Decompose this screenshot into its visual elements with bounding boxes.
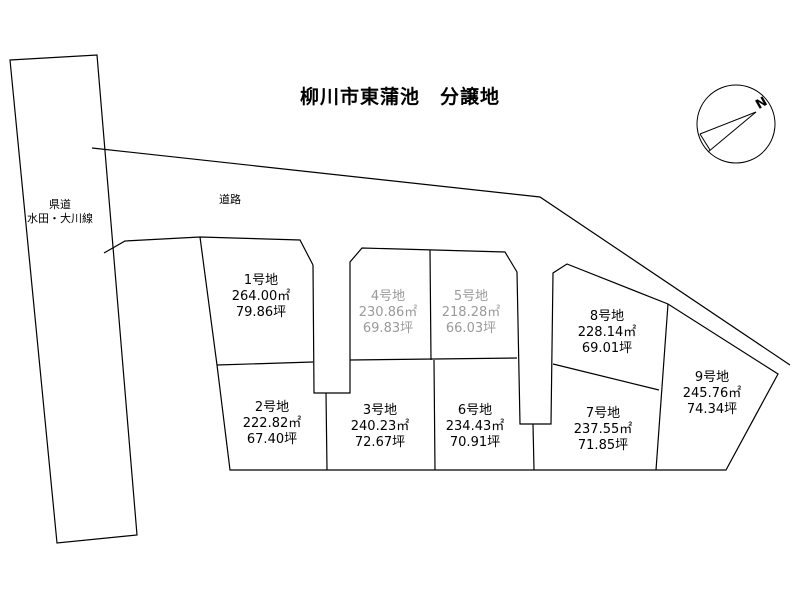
- lot-7-label: 7号地 237.55㎡ 71.85坪: [553, 406, 653, 454]
- lot-area-tsubo: 71.85坪: [577, 438, 629, 453]
- lot-area-tsubo: 69.83坪: [362, 321, 414, 336]
- compass-icon: [696, 84, 776, 164]
- lot-line-4-5: [429, 249, 432, 361]
- lot-area-tsubo: 67.40坪: [246, 432, 298, 447]
- lot-area-tsubo: 70.91坪: [449, 435, 501, 450]
- lot-area-sqm: 237.55㎡: [573, 422, 633, 437]
- lot-line-1-2: [216, 361, 314, 366]
- lot-5-label: 5号地 218.28㎡ 66.03坪: [421, 289, 521, 337]
- map-title: 柳川市東蒲池 分譲地: [299, 86, 500, 108]
- lot-9-label: 9号地 245.76㎡ 74.34坪: [662, 370, 762, 418]
- lot-6-label: 6号地 234.43㎡ 70.91坪: [425, 403, 525, 451]
- lot-name: 9号地: [694, 370, 730, 385]
- lot-area-sqm: 218.28㎡: [441, 305, 501, 320]
- lot-name: 5号地: [453, 289, 489, 304]
- lot-area-tsubo: 69.01坪: [581, 341, 633, 356]
- lot-area-sqm: 228.14㎡: [577, 325, 637, 340]
- lot-area-tsubo: 66.03坪: [445, 321, 497, 336]
- lot-area-tsubo: 79.86坪: [235, 305, 287, 320]
- lot-area-tsubo: 72.67坪: [354, 435, 406, 450]
- prefectural-road-label-line2: 水田・大川線: [27, 212, 93, 225]
- lot-area-sqm: 234.43㎡: [445, 419, 505, 434]
- lot-line-2-3: [325, 392, 328, 471]
- prefectural-road-outline: [9, 54, 138, 544]
- lot-area-sqm: 245.76㎡: [682, 386, 742, 401]
- lot-3-label: 3号地 240.23㎡ 72.67坪: [330, 403, 430, 451]
- lot-line-8-9: [655, 303, 669, 471]
- lot-area-tsubo: 74.34坪: [686, 402, 738, 417]
- lot-area-sqm: 230.86㎡: [358, 305, 418, 320]
- lot-area-sqm: 222.82㎡: [242, 416, 302, 431]
- lot-4-label: 4号地 230.86㎡ 69.83坪: [338, 289, 438, 337]
- lot-2-label: 2号地 222.82㎡ 67.40坪: [222, 400, 322, 448]
- lot-1-label: 1号地 264.00㎡ 79.86坪: [211, 273, 311, 321]
- lot-name: 3号地: [362, 403, 398, 418]
- lot-name: 1号地: [243, 273, 279, 288]
- block-outline: [199, 236, 779, 471]
- lot-line-8-7: [552, 363, 660, 391]
- lot-line-45-36: [349, 357, 518, 361]
- lot-area-sqm: 264.00㎡: [231, 289, 291, 304]
- lot-line-6-7: [532, 423, 535, 471]
- lot-name: 8号地: [589, 309, 625, 324]
- lot-name: 7号地: [585, 406, 621, 421]
- lot-8-label: 8号地 228.14㎡ 69.01坪: [557, 309, 657, 357]
- lot-name: 6号地: [457, 403, 493, 418]
- lot-name: 2号地: [254, 400, 290, 415]
- lot-area-sqm: 240.23㎡: [350, 419, 410, 434]
- road-edge-top: [91, 147, 791, 366]
- lot-line-3-6: [433, 359, 436, 471]
- road-edge-bottom: [103, 236, 314, 266]
- road-label: 道路: [219, 193, 241, 206]
- prefectural-road-label-line1: 県道: [49, 198, 71, 211]
- lot-name: 4号地: [370, 289, 406, 304]
